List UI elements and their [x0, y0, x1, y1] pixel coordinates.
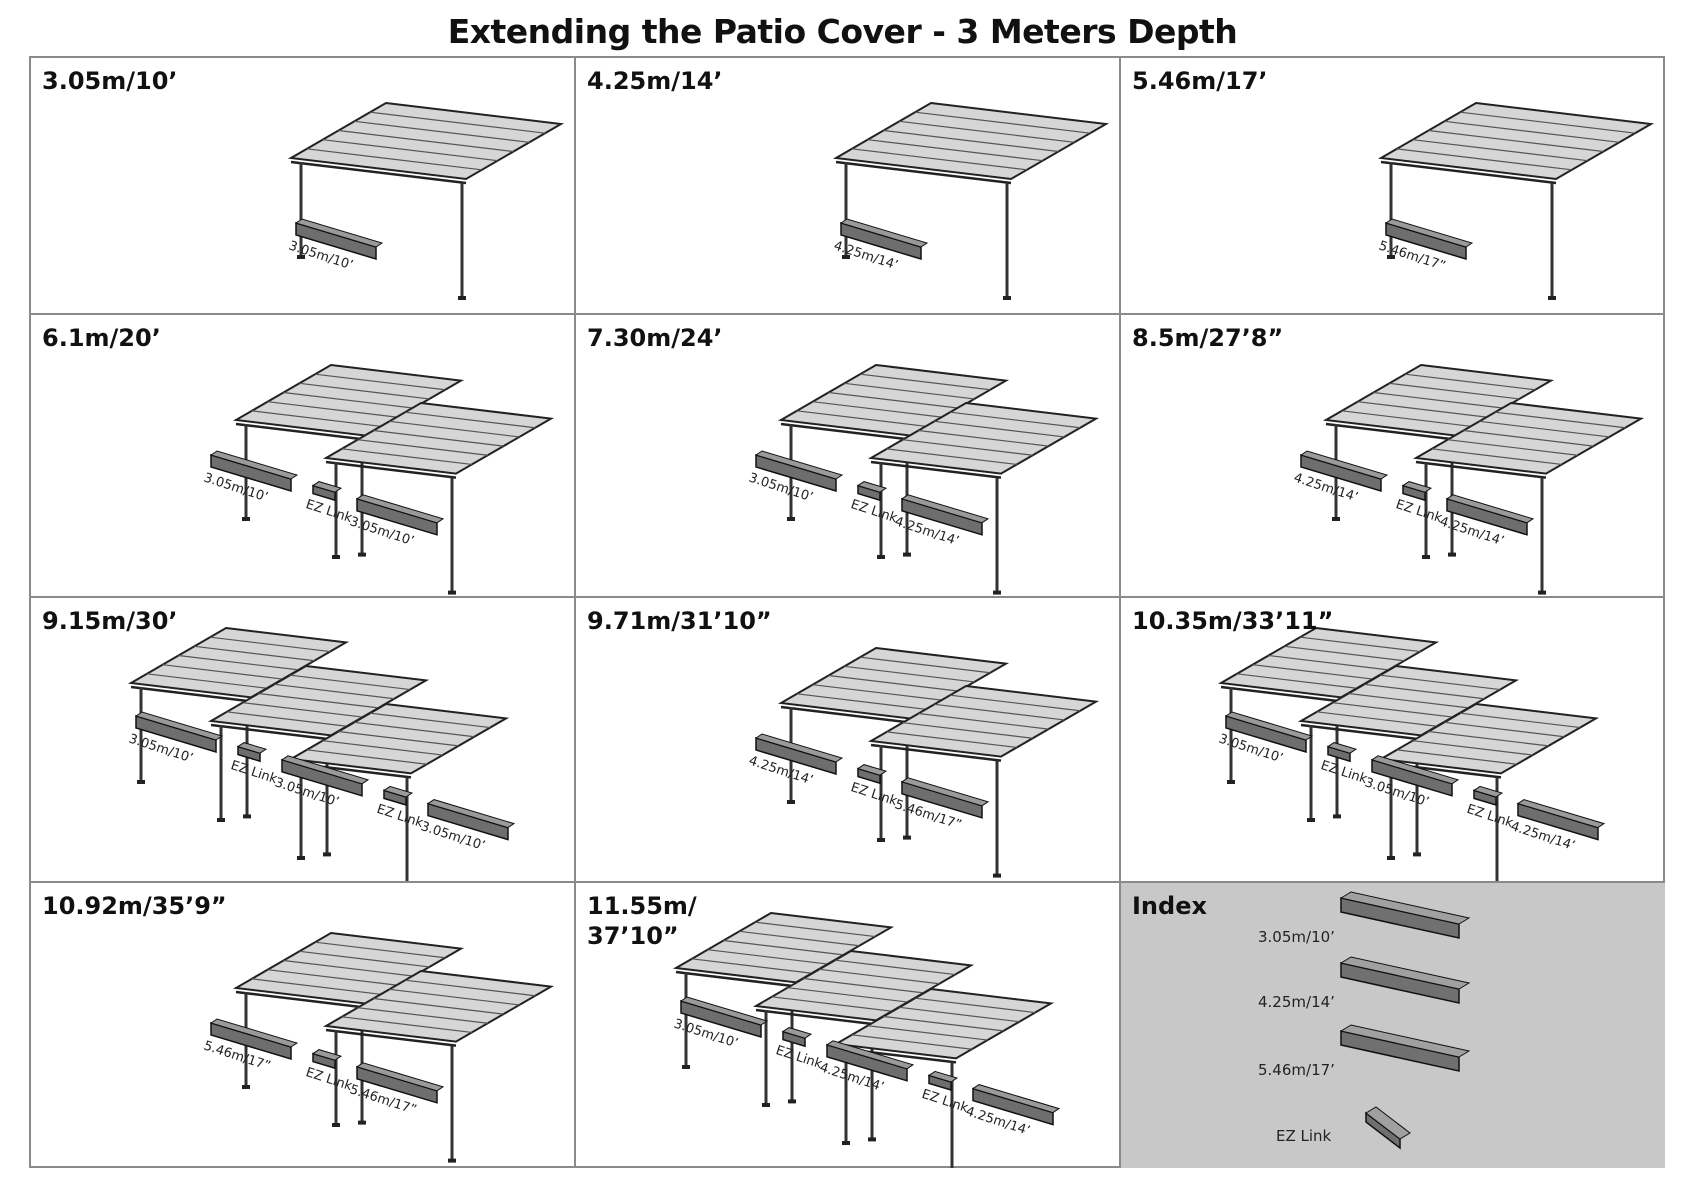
index-item-label: EZ Link [1276, 1127, 1332, 1145]
ez-link-box: EZ Link [229, 742, 280, 787]
roof-module [287, 101, 565, 300]
package-box: 4.25m/14’ [1292, 450, 1389, 505]
ez-link-box: EZ Link [1465, 785, 1516, 831]
length-label: 5.46m/17’ [1132, 67, 1268, 95]
patio-illustration: 3.05m/10’ [287, 101, 565, 300]
index-item-label: 5.46m/17’ [1258, 1061, 1335, 1079]
configuration-grid: 3.05m/10’ 3.05m/10’ 4.25m/14’ 4.25m/14’ 5.46… [29, 56, 1665, 1168]
config-cell: 3.05m/10’ 3.05m/10’ [31, 58, 576, 315]
ez-link-box: EZ Link [920, 1070, 971, 1116]
package-label: EZ Link [304, 497, 355, 526]
package-box: 4.25m/14’ [747, 733, 844, 788]
package-label: EZ Link [229, 758, 280, 787]
roof-module [127, 626, 350, 819]
index-heading: Index [1132, 892, 1207, 920]
patio-illustration: 5.46m/17” [1377, 101, 1655, 300]
length-label: 3.05m/10’ [42, 67, 178, 95]
roof-module [867, 684, 1100, 878]
roof-module [322, 401, 555, 595]
package-box: 3.05m/10’ [1217, 711, 1314, 766]
index-item-label: 3.05m/10’ [1258, 928, 1335, 946]
roof-module [1377, 702, 1600, 881]
package-label: EZ Link [1465, 802, 1516, 831]
package-label: EZ Link [1394, 497, 1445, 526]
package-label: EZ Link [304, 1065, 355, 1094]
ez-link-box: EZ Link [849, 481, 900, 526]
ez-link-box: EZ Link [849, 764, 900, 809]
roof-module [832, 101, 1110, 300]
package-box: 3.05m/10’ [747, 450, 844, 505]
index-item-label: 4.25m/14’ [1258, 993, 1335, 1011]
length-label: 7.30m/24’ [587, 324, 723, 352]
length-label: 10.35m/33’11” [1132, 607, 1334, 635]
package-label: EZ Link [849, 497, 900, 526]
package-label: EZ Link [849, 780, 900, 809]
roof-module [322, 969, 555, 1163]
package-box: 4.25m/14’ [832, 218, 929, 273]
config-cell: 5.46m/17” 5.46m/17’ [1121, 58, 1665, 315]
length-label: 8.5m/27’8” [1132, 324, 1284, 352]
package-label: EZ Link [920, 1087, 971, 1116]
package-box: 3.05m/10’ [419, 799, 516, 854]
ez-link-box: EZ Link [1394, 481, 1445, 526]
roof-module [1412, 401, 1645, 595]
roof-module [867, 401, 1100, 595]
package-label: EZ Link [774, 1043, 825, 1072]
ez-link-box: EZ Link [774, 1027, 825, 1072]
length-label: 6.1m/20’ [42, 324, 161, 352]
length-label: 11.55m/ 37’10” [587, 892, 697, 950]
ez-link-box: EZ Link [304, 1049, 355, 1094]
package-box: 3.05m/10’ [287, 218, 384, 273]
ez-link-box: EZ Link [375, 785, 426, 831]
length-label: 9.15m/30’ [42, 607, 178, 635]
package-label: EZ Link [375, 802, 426, 831]
patio-illustration: 4.25m/14’ [832, 101, 1110, 300]
package-box: 4.25m/14’ [1509, 799, 1606, 854]
package-box: 3.05m/10’ [202, 450, 299, 505]
roof-module [287, 702, 510, 881]
index-illustration [1339, 891, 1471, 1150]
page-title: Extending the Patio Cover - 3 Meters Dep… [447, 12, 1238, 51]
package-box: 5.46m/17” [1377, 218, 1474, 274]
package-label: EZ Link [1319, 758, 1370, 787]
ez-link-box: EZ Link [1319, 742, 1370, 787]
index-panel: Index 3.05m/10’ 4.25m/14’ 5.46m/17’ EZ Link [1121, 883, 1665, 1168]
roof-module [1377, 101, 1655, 300]
package-box: 5.46m/17” [202, 1018, 299, 1074]
length-label: 10.92m/35’9” [42, 892, 227, 920]
package-box: 4.25m/14’ [964, 1084, 1061, 1139]
ez-link-box: EZ Link [304, 481, 355, 526]
config-cell: 4.25m/14’ 4.25m/14’ [576, 58, 1121, 315]
length-label: 9.71m/31’10” [587, 607, 772, 635]
length-label: 4.25m/14’ [587, 67, 723, 95]
